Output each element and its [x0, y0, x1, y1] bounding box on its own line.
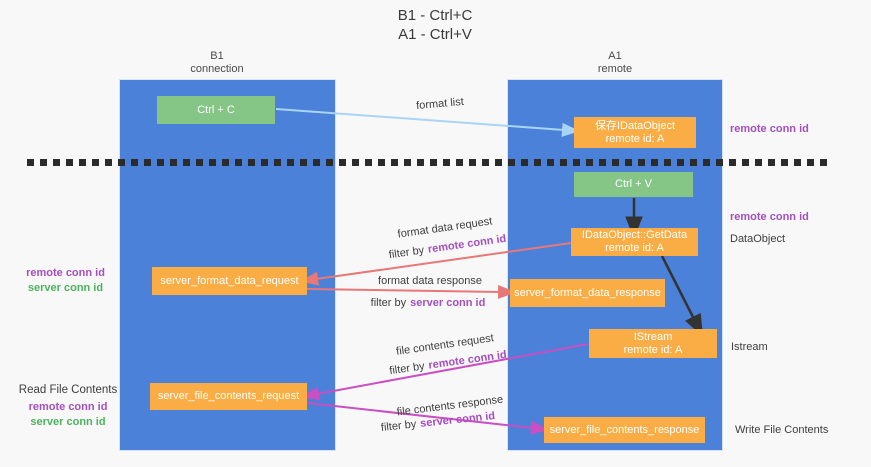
node-ctrl-c: Ctrl + C	[157, 96, 275, 124]
node-server-file-contents-request-label: server_file_contents_request	[157, 390, 300, 402]
node-server-file-contents-response: server_file_contents_response	[544, 417, 705, 443]
arrow-format-data-request	[300, 242, 572, 286]
node-istream-line1: IStream	[633, 330, 673, 343]
left-server-conn-id-2: server conn id	[30, 416, 106, 428]
node-server-format-data-response-label: server_format_data_response	[514, 286, 661, 299]
right-label-remote-conn-id-2: remote conn id	[730, 211, 809, 223]
title-line-2: A1 - Ctrl+V	[398, 26, 472, 43]
filter-by-text: filter by	[370, 297, 407, 309]
node-server-format-data-request-label: server_format_data_request	[160, 274, 299, 287]
lane-b1-name: B1	[210, 50, 224, 62]
edge-label-format-data-response: format data response	[378, 275, 482, 287]
right-label-istream: Istream	[731, 341, 768, 353]
node-ctrl-v-label: Ctrl + V	[615, 178, 652, 190]
node-ctrl-v: Ctrl + V	[574, 172, 693, 197]
right-label-remote-conn-id-1: remote conn id	[730, 123, 809, 135]
node-istream: IStream remote id: A	[589, 329, 717, 358]
node-server-format-data-request: server_format_data_request	[152, 267, 307, 295]
lane-a1-name: A1	[608, 50, 622, 62]
lane-a1-role: remote	[597, 63, 633, 75]
arrow-format-list	[275, 108, 580, 137]
node-saved-idataobject-line1: 保存IDataObject	[594, 119, 676, 132]
left-read-file-contents: Read File Contents	[18, 384, 118, 396]
node-saved-idataobject: 保存IDataObject remote id: A	[574, 117, 696, 148]
lane-header-b1: B1 connection	[117, 50, 317, 76]
lane-b1-role: connection	[190, 63, 244, 75]
arrow-format-data-response	[306, 284, 516, 299]
node-getdata-line2: remote id: A	[605, 242, 664, 254]
node-server-file-contents-response-label: server_file_contents_response	[549, 423, 700, 436]
lane-header-a1: A1 remote	[515, 50, 715, 76]
node-server-file-contents-request: server_file_contents_request	[150, 383, 307, 410]
arrow-file-contents-response	[306, 402, 549, 435]
left-remote-conn-id-2: remote conn id	[28, 401, 108, 413]
diagram-title: B1 - Ctrl+C A1 - Ctrl+V	[330, 6, 540, 44]
left-remote-conn-id-1: remote conn id	[26, 267, 105, 279]
node-ctrl-c-label: Ctrl + C	[197, 103, 235, 116]
left-label-conn-ids: remote conn id server conn id	[18, 266, 113, 296]
node-idataobject-getdata: IDataObject::GetData remote id: A	[571, 228, 698, 256]
node-getdata-line1: IDataObject::GetData	[581, 229, 688, 241]
title-line-1: B1 - Ctrl+C	[397, 7, 473, 24]
server-conn-id-text: server conn id	[410, 297, 486, 309]
arrow-getdata-to-istream	[660, 255, 704, 337]
arrow-file-contents-request	[301, 343, 589, 401]
node-saved-idataobject-line2: remote id: A	[605, 132, 665, 145]
node-istream-line2: remote id: A	[623, 343, 683, 356]
right-label-dataobject: DataObject	[730, 233, 786, 245]
left-label-read-file-contents-group: Read File Contents remote conn id server…	[12, 383, 124, 430]
right-label-write-file-contents: Write File Contents	[735, 424, 829, 436]
left-server-conn-id-1: server conn id	[27, 282, 104, 294]
node-server-format-data-response: server_format_data_response	[510, 279, 665, 307]
